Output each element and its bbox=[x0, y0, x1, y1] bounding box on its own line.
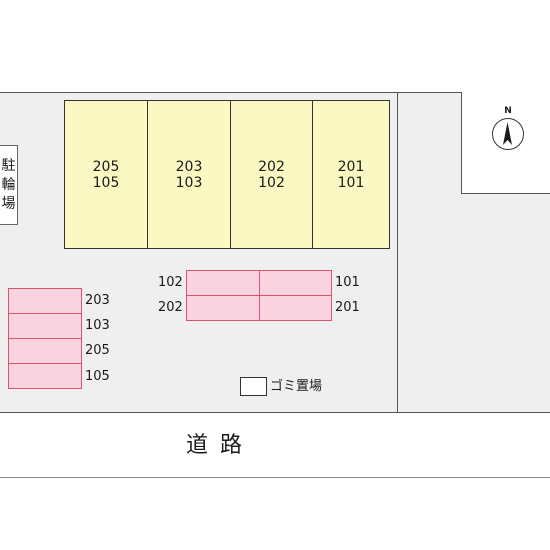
unit-upper-label: 202 bbox=[258, 158, 285, 175]
unit-upper-label: 201 bbox=[337, 158, 365, 175]
parking-label-201: 201 bbox=[335, 300, 360, 315]
building-unit-205-105: 205 105 bbox=[64, 100, 148, 249]
parking-space-202 bbox=[186, 295, 261, 321]
road-label: 道路 bbox=[185, 433, 254, 458]
garbage-area-label: ゴミ置場 bbox=[270, 379, 323, 394]
unit-lower-label: 105 bbox=[92, 174, 120, 191]
parking-space-103 bbox=[8, 313, 82, 339]
road-bottom-edge bbox=[0, 477, 550, 478]
garbage-area-box bbox=[240, 377, 267, 396]
unit-lower-label: 101 bbox=[337, 174, 365, 191]
parking-label-203: 203 bbox=[85, 293, 110, 308]
building-unit-201-101: 201 101 bbox=[312, 100, 390, 249]
parking-space-201 bbox=[259, 295, 332, 321]
site-boundary-bottom bbox=[0, 412, 550, 413]
unit-upper-label: 205 bbox=[92, 158, 120, 175]
parking-space-205 bbox=[8, 338, 82, 364]
bicycle-parking-char: 駐 bbox=[1, 157, 16, 174]
bicycle-parking-char: 場 bbox=[1, 195, 16, 212]
site-boundary-notch-vertical bbox=[461, 92, 462, 194]
building-unit-202-102: 202 102 bbox=[230, 100, 313, 249]
north-label: N bbox=[504, 106, 512, 116]
building-unit-203-103: 203 103 bbox=[147, 100, 231, 249]
site-boundary-notch-horizontal bbox=[461, 193, 550, 194]
parking-space-203 bbox=[8, 288, 82, 314]
parking-space-105 bbox=[8, 363, 82, 389]
inner-divider-line bbox=[397, 92, 398, 413]
site-boundary-top bbox=[0, 92, 462, 93]
parking-label-202: 202 bbox=[158, 300, 183, 315]
site-ground-lower-right bbox=[462, 193, 550, 413]
parking-label-101: 101 bbox=[335, 275, 360, 290]
parking-label-205: 205 bbox=[85, 343, 110, 358]
unit-upper-label: 203 bbox=[175, 158, 203, 175]
bicycle-parking-char: 輪 bbox=[1, 176, 16, 193]
north-arrow-icon bbox=[503, 122, 512, 145]
parking-label-103: 103 bbox=[85, 318, 110, 333]
compass-icon bbox=[492, 118, 524, 150]
parking-label-102: 102 bbox=[158, 275, 183, 290]
parking-space-101 bbox=[259, 270, 332, 296]
unit-lower-label: 102 bbox=[258, 174, 285, 191]
parking-space-102 bbox=[186, 270, 261, 296]
unit-lower-label: 103 bbox=[175, 174, 203, 191]
parking-label-105: 105 bbox=[85, 369, 110, 384]
bicycle-parking: 駐 輪 場 bbox=[0, 145, 18, 225]
road-strip bbox=[0, 415, 550, 477]
